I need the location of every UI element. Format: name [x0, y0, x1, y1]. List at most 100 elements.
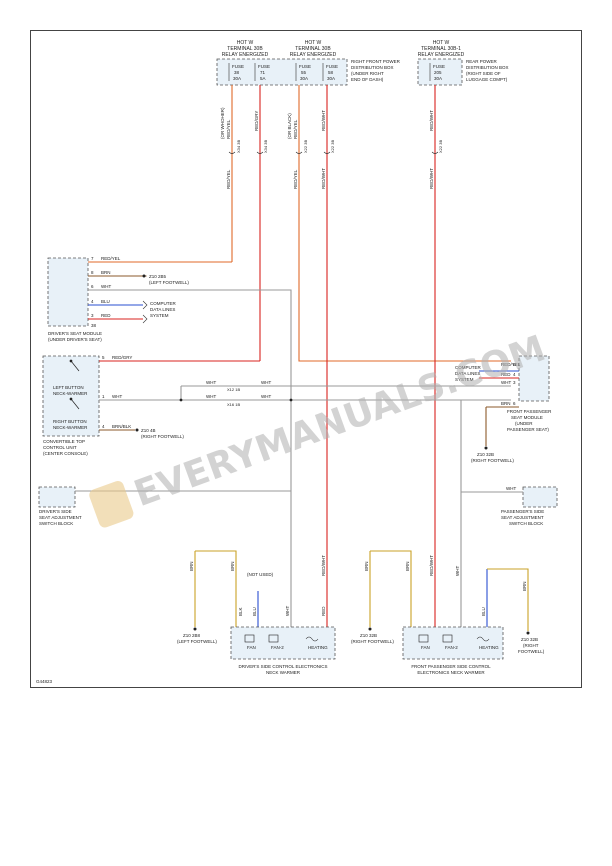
- svg-text:X22 3B: X22 3B: [303, 140, 308, 153]
- svg-text:BLU: BLU: [481, 607, 486, 616]
- front-box-label: RIGHT FRONT POWER DISTRIBUTION BOX (UNDE…: [351, 59, 401, 82]
- wire-red-yel-2: [298, 85, 511, 362]
- ctc-title: CONVERTIBLE TOP CONTROL UNIT (CENTER CON…: [43, 439, 88, 456]
- fuse-55: FUSE 55 30A: [295, 63, 311, 81]
- svg-text:X12 1B: X12 1B: [227, 387, 240, 392]
- left-button-label: LEFT BUTTON NECK-WARMER: [53, 385, 88, 396]
- svg-text:FRONT PASSENGER SIDE CONTROL: FRONT PASSENGER SIDE CONTROL: [411, 664, 491, 669]
- svg-text:FRONT PASSENGER: FRONT PASSENGER: [507, 409, 552, 414]
- svg-text:BLU: BLU: [101, 299, 110, 304]
- svg-text:RED/GRY: RED/GRY: [112, 355, 132, 360]
- svg-text:WHT: WHT: [285, 606, 290, 616]
- passengers-switch-block: [522, 486, 558, 508]
- svg-text:(LEFT FOOTWELL): (LEFT FOOTWELL): [177, 639, 217, 644]
- fan-icon: [244, 634, 319, 643]
- svg-text:5: 5: [102, 355, 105, 360]
- svg-text:RED: RED: [101, 313, 111, 318]
- wire-label-w5-upper: RED/WHT: [429, 110, 434, 131]
- svg-text:RED/WHT: RED/WHT: [321, 555, 326, 576]
- ctc-pins: 5 RED/GRY 1 WHT 4 BRN/BLK: [102, 355, 132, 429]
- svg-text:WHT: WHT: [261, 380, 271, 385]
- svg-text:Z10 32B: Z10 32B: [360, 633, 377, 638]
- hot-label-right: HOT W TERMINAL 30B-1 RELAY ENERGIZED: [418, 40, 465, 58]
- svg-text:RELAY ENERGIZED: RELAY ENERGIZED: [418, 52, 465, 58]
- svg-text:PASSENGER'S SIDE: PASSENGER'S SIDE: [501, 509, 544, 514]
- svg-text:38: 38: [91, 323, 97, 328]
- svg-text:CONTROL UNIT: CONTROL UNIT: [43, 445, 77, 450]
- watermark-logo-icon: [89, 480, 134, 528]
- svg-text:5A: 5A: [260, 76, 266, 81]
- dn-component-labels: FAN FAN-2 HEATING: [247, 645, 328, 650]
- svg-text:RED/YEL: RED/YEL: [101, 256, 121, 261]
- svg-text:RELAY ENERGIZED: RELAY ENERGIZED: [222, 52, 269, 58]
- driver-switch-label: DRIVER'S SIDE SEAT ADJUSTMENT SWITCH BLO…: [39, 509, 82, 526]
- pn-ground-right: Z10 32B (RIGHT FOOTWELL): [518, 631, 545, 654]
- svg-text:BRN: BRN: [501, 401, 511, 406]
- front-passenger-seat-module: [518, 355, 550, 402]
- svg-text:EVERYMANUALS.COM: EVERYMANUALS.COM: [129, 328, 551, 515]
- wire-label-wht: WHT: [506, 486, 516, 491]
- drivers-switch-block: [38, 486, 76, 508]
- hot-label-left1: HOT W TERMINAL 30B RELAY ENERGIZED: [222, 40, 269, 58]
- switch-icon: [69, 359, 80, 410]
- svg-text:REAR POWER: REAR POWER: [466, 59, 498, 64]
- svg-text:4: 4: [91, 299, 94, 304]
- svg-text:DRIVER'S SIDE CONTROL ELECTRON: DRIVER'S SIDE CONTROL ELECTRONICS: [239, 664, 328, 669]
- svg-text:END OF DASH): END OF DASH): [351, 77, 384, 82]
- connectors-upper: X34 3B X34 3B X22 3B X22 3B X22 3B: [236, 140, 443, 153]
- wire-label-w3-upper: (OR BLACK) RED/YEL: [287, 113, 298, 139]
- svg-text:WHT: WHT: [455, 566, 460, 576]
- hot-label-left2: HOT W TERMINAL 30B RELAY ENERGIZED: [290, 40, 337, 58]
- svg-text:PASSENGER SEAT): PASSENGER SEAT): [507, 427, 549, 432]
- svg-text:WHT: WHT: [206, 394, 216, 399]
- wire-pn-brn-loop: [370, 550, 412, 627]
- svg-text:RIGHT BUTTON: RIGHT BUTTON: [53, 419, 87, 424]
- svg-text:SEAT ADJUSTMENT: SEAT ADJUSTMENT: [501, 515, 544, 520]
- svg-text:WHT: WHT: [101, 284, 111, 289]
- svg-text:LEFT BUTTON: LEFT BUTTON: [53, 385, 84, 390]
- svg-text:30A: 30A: [327, 76, 335, 81]
- svg-text:BRN: BRN: [230, 561, 235, 571]
- svg-text:TERMINAL 30B: TERMINAL 30B: [295, 46, 331, 52]
- svg-text:HOT W: HOT W: [305, 40, 322, 46]
- svg-text:RED: RED: [321, 606, 326, 616]
- svg-text:58: 58: [328, 70, 334, 75]
- svg-text:55: 55: [301, 70, 307, 75]
- svg-text:205: 205: [434, 70, 442, 75]
- fuse-38: FUSE 38 30A: [228, 63, 244, 81]
- svg-text:FAN-2: FAN-2: [445, 645, 458, 650]
- svg-text:BRN/BLK: BRN/BLK: [112, 424, 131, 429]
- wire-label-w3-mid: RED/YEL: [293, 169, 298, 189]
- svg-text:(RIGHT FOOTWELL): (RIGHT FOOTWELL): [141, 434, 184, 439]
- svg-text:(UNDER DRIVER'S SEAT): (UNDER DRIVER'S SEAT): [48, 337, 102, 342]
- wire-label-w1-mid: RED/YEL: [226, 169, 231, 189]
- psm-title: FRONT PASSENGER SEAT MODULE (UNDER PASSE…: [507, 409, 552, 432]
- ctc-ground: Z10 4B (RIGHT FOOTWELL): [135, 428, 184, 439]
- rear-box-label: REAR POWER DISTRIBUTION BOX (RIGHT SIDE …: [466, 59, 509, 82]
- svg-text:3: 3: [91, 313, 94, 318]
- svg-text:(OR BLACK): (OR BLACK): [287, 113, 292, 139]
- svg-text:SYSTEM: SYSTEM: [150, 313, 169, 318]
- svg-text:6: 6: [91, 284, 94, 289]
- svg-text:Z10 32B: Z10 32B: [477, 452, 494, 457]
- svg-text:HEATING: HEATING: [479, 645, 499, 650]
- dsm-pins: 7 RED/YEL 8 BRN 6 WHT 4 BLU 3 RED 38: [91, 256, 121, 328]
- svg-text:3: 3: [513, 380, 516, 385]
- drivers-neck-warmer: [230, 626, 336, 660]
- pn-wire-labels: BRN BRN RED/WHT WHT BLU BRN: [364, 555, 527, 616]
- pn-component-labels: FAN FAN-2 HEATING: [421, 645, 499, 650]
- arrow-icon: [142, 300, 148, 324]
- svg-text:BRN: BRN: [405, 561, 410, 571]
- svg-text:RELAY ENERGIZED: RELAY ENERGIZED: [290, 52, 337, 58]
- svg-text:DATA LINES: DATA LINES: [455, 371, 480, 376]
- svg-text:TERMINAL 30B-1: TERMINAL 30B-1: [421, 46, 461, 52]
- pn-title: FRONT PASSENGER SIDE CONTROL ELECTRONICS…: [411, 664, 491, 675]
- svg-text:FUSE: FUSE: [326, 64, 338, 69]
- right-button-label: RIGHT BUTTON NECK-WARMER: [53, 419, 88, 430]
- svg-text:DISTRIBUTION BOX: DISTRIBUTION BOX: [466, 65, 509, 70]
- svg-text:DRIVER'S SEAT MODULE: DRIVER'S SEAT MODULE: [48, 331, 102, 336]
- svg-text:BRN: BRN: [522, 581, 527, 591]
- svg-text:1: 1: [102, 394, 105, 399]
- psm-pins: RED/YEL 5 RED 4 WHT 3 BRN 6: [501, 362, 521, 406]
- svg-text:5: 5: [513, 362, 516, 367]
